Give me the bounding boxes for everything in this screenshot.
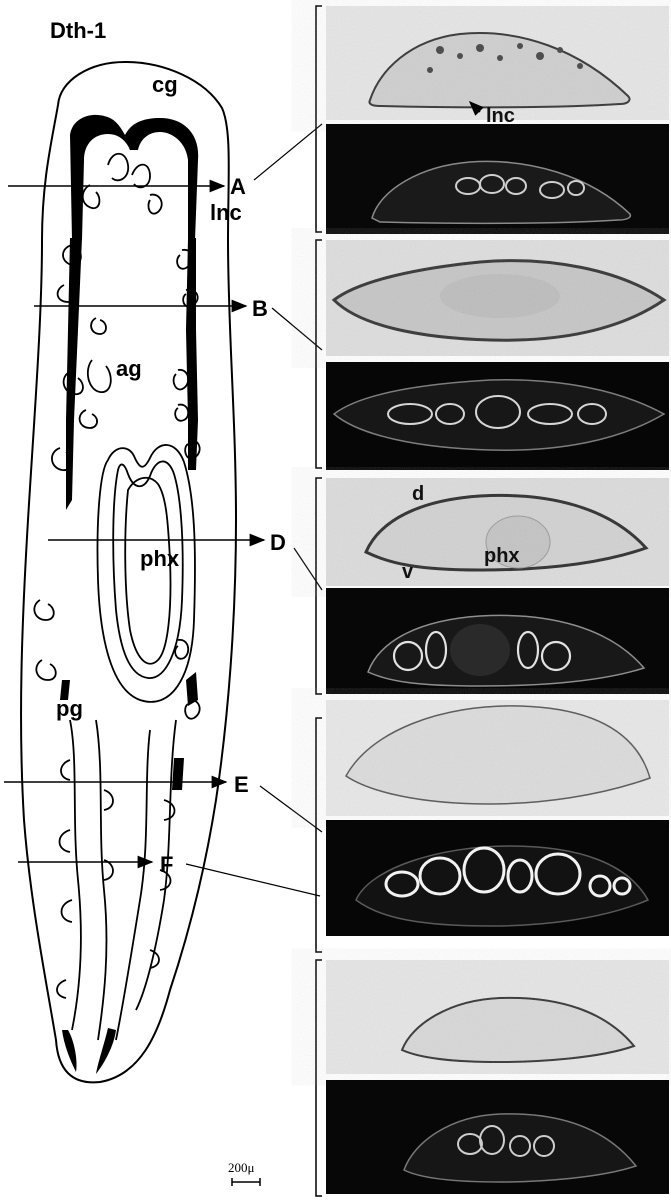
panel-d-darkfield xyxy=(326,588,669,694)
section-label-b: B xyxy=(252,296,268,321)
section-label-d: D xyxy=(270,530,286,555)
label-phx: phx xyxy=(140,546,180,571)
label-pg: pg xyxy=(56,696,83,721)
panel-label-phx: phx xyxy=(484,545,520,567)
connector-b xyxy=(272,308,322,350)
panel-b-brightfield xyxy=(326,240,669,356)
panel-f-darkfield xyxy=(326,1080,669,1194)
scale-bar-label: 200μ xyxy=(228,1160,255,1175)
panel-label-v: v xyxy=(402,561,414,583)
connector-a xyxy=(254,124,322,180)
panel-b-darkfield xyxy=(326,362,669,470)
figure-title: Dth-1 xyxy=(50,18,106,43)
connector-d xyxy=(294,548,322,590)
section-label-a: A xyxy=(230,174,246,199)
panel-brackets xyxy=(316,6,322,1196)
panel-label-d: d xyxy=(412,483,424,505)
body-outline xyxy=(21,62,236,1082)
panel-label-lnc: lnc xyxy=(486,105,515,127)
label-ag: ag xyxy=(116,356,142,381)
connector-e xyxy=(260,786,322,832)
section-label-f: F xyxy=(160,852,173,877)
panel-e-darkfield xyxy=(326,820,669,936)
panel-e-brightfield xyxy=(326,700,669,816)
connector-f xyxy=(186,864,320,896)
panel-a-brightfield xyxy=(326,6,669,120)
section-label-e: E xyxy=(234,772,249,797)
planarian-diagram xyxy=(4,62,322,1186)
panel-f-brightfield xyxy=(326,960,669,1074)
label-lnc: lnc xyxy=(210,200,242,225)
nerve-cord-right-e xyxy=(172,758,184,790)
panel-d-brightfield xyxy=(326,478,669,586)
label-cg: cg xyxy=(152,72,178,97)
panel-a-darkfield xyxy=(326,124,669,234)
